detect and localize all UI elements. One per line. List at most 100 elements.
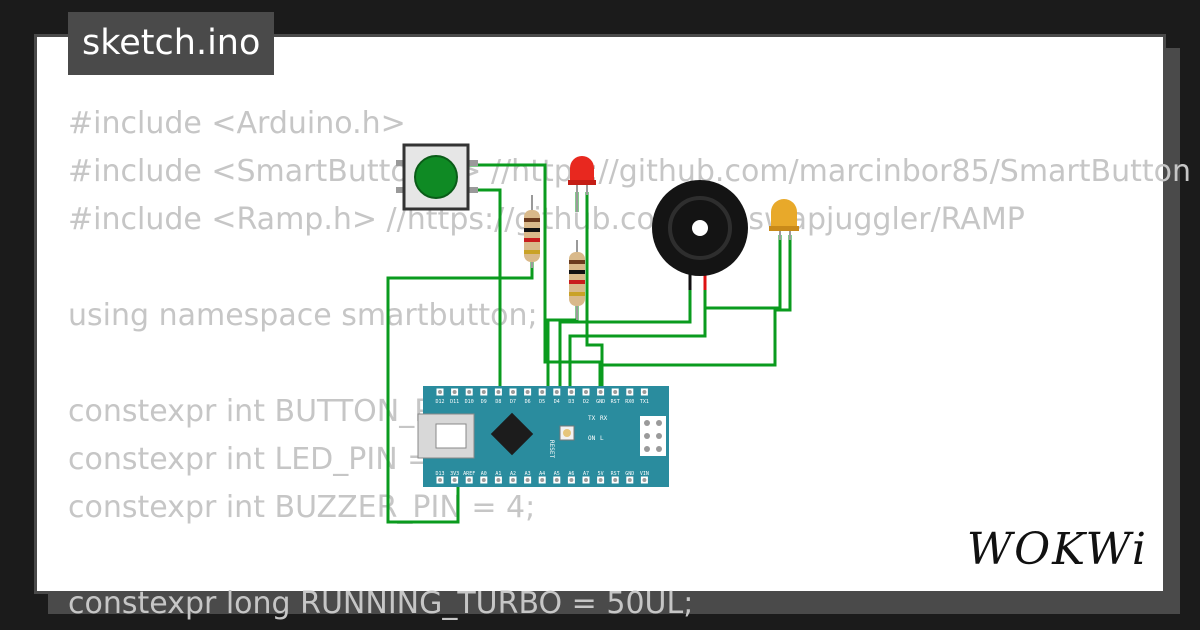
resistor-band — [569, 270, 585, 274]
header-pin-hole — [584, 478, 588, 482]
wokwi-logo: WOKWi — [966, 524, 1148, 575]
icsp-pin — [656, 433, 662, 439]
wire-resistor-to-3v3 — [386, 262, 534, 524]
pin-label: GND — [625, 471, 634, 477]
buzzer-hole — [692, 220, 708, 236]
wire-yellow-led-cathode — [705, 235, 782, 310]
header-pin-hole — [598, 390, 603, 394]
button-lead — [466, 160, 478, 166]
icsp-header — [640, 416, 666, 456]
resistor-band — [524, 218, 540, 222]
pin-label: D10 — [465, 399, 474, 405]
code-line: using namespace smartbutton; — [68, 298, 538, 333]
header-pin-hole — [452, 478, 457, 482]
header-pin-hole — [467, 478, 472, 482]
icsp-block — [640, 416, 666, 456]
reset-button-cap — [563, 429, 571, 437]
preview-card — [34, 34, 1166, 594]
pin-label: 3V3 — [450, 471, 459, 477]
header-pin-hole — [496, 478, 501, 482]
pin-label: A5 — [554, 471, 560, 477]
led-label-tx: TX — [588, 415, 596, 422]
code-line: #include <SmartButton.h> //https://githu… — [68, 154, 1192, 189]
file-tab: sketch.ino — [68, 12, 275, 75]
resistor-band — [524, 238, 540, 242]
resistor-2 — [569, 240, 585, 320]
pin-label: D9 — [481, 399, 487, 405]
icsp-pin — [656, 446, 662, 452]
pin-label: RX0 — [625, 399, 634, 405]
resistor-band — [569, 280, 585, 284]
resistor-band — [524, 228, 540, 232]
led-label-rx: RX — [600, 415, 608, 422]
push-button[interactable] — [396, 143, 478, 211]
pin-label: A6 — [568, 471, 574, 477]
header-pin-hole — [438, 478, 442, 482]
icsp-pin — [644, 420, 650, 426]
code-line: constexpr int BUZZER_PIN = 4; — [68, 490, 536, 525]
wire-buzzer-pos — [568, 276, 707, 392]
code-line: constexpr long RUNNING_TURBO = 50UL; — [68, 586, 694, 621]
pin-label: RST — [611, 399, 620, 405]
buzzer — [652, 180, 748, 290]
pin-label: D3 — [568, 399, 574, 405]
resistor-body — [524, 210, 540, 262]
usb-port — [435, 423, 467, 449]
pin-label: VIN — [640, 471, 649, 477]
buzzer-ring — [668, 196, 732, 260]
pin-label: D2 — [583, 399, 589, 405]
pin-label: TX1 — [640, 399, 649, 405]
led-label-on: ON — [588, 435, 596, 442]
pin-label: GND — [596, 399, 605, 405]
pin-label: A3 — [525, 471, 531, 477]
resistor-band — [569, 260, 585, 264]
header-pin-hole — [598, 478, 603, 482]
resistor-band — [569, 292, 585, 296]
button-lead — [396, 187, 408, 193]
header-pin-hole — [613, 478, 618, 482]
pin-label: D12 — [435, 399, 444, 405]
pin-label: RST — [611, 471, 620, 477]
header-pin-hole — [554, 478, 559, 482]
header-pin-hole — [569, 478, 574, 482]
wire-resistor-to-d5 — [546, 302, 579, 392]
led-rim — [568, 180, 596, 185]
header-pin-hole — [525, 390, 530, 394]
header-pin-hole — [481, 478, 486, 482]
yellow-led — [769, 199, 799, 240]
pin-label: A2 — [510, 471, 516, 477]
header-pin-hole — [569, 390, 574, 394]
pin-label: A0 — [481, 471, 487, 477]
pin-label: AREF — [463, 471, 475, 477]
icsp-pin — [644, 433, 650, 439]
header-pin-hole — [642, 478, 647, 482]
button-lead — [396, 160, 408, 166]
pin-label: A4 — [539, 471, 545, 477]
wire-led-to-gnd — [585, 192, 604, 392]
wire-yellow-led-anode — [598, 235, 792, 392]
header-pin-hole — [511, 390, 515, 394]
header-pin-hole — [496, 390, 501, 394]
wire-buzzer-neg — [558, 276, 692, 392]
header-pin-hole — [613, 390, 618, 394]
resistor-1 — [524, 195, 540, 268]
header-pin-hole — [438, 390, 442, 394]
led-dome — [771, 199, 797, 228]
icsp-pin — [644, 446, 650, 452]
header-pin-hole — [584, 390, 588, 394]
resistor-band — [524, 250, 540, 254]
header-pin-hole — [627, 390, 632, 394]
led-rim — [769, 226, 799, 231]
header-pin-hole — [467, 390, 472, 394]
header-pin-hole — [452, 390, 457, 394]
button-cap — [414, 155, 458, 199]
header-pin-hole — [525, 478, 530, 482]
led-label-l: L — [600, 435, 604, 442]
pin-label: D8 — [495, 399, 501, 405]
red-led — [568, 156, 596, 212]
pin-label: 5V — [598, 471, 604, 477]
